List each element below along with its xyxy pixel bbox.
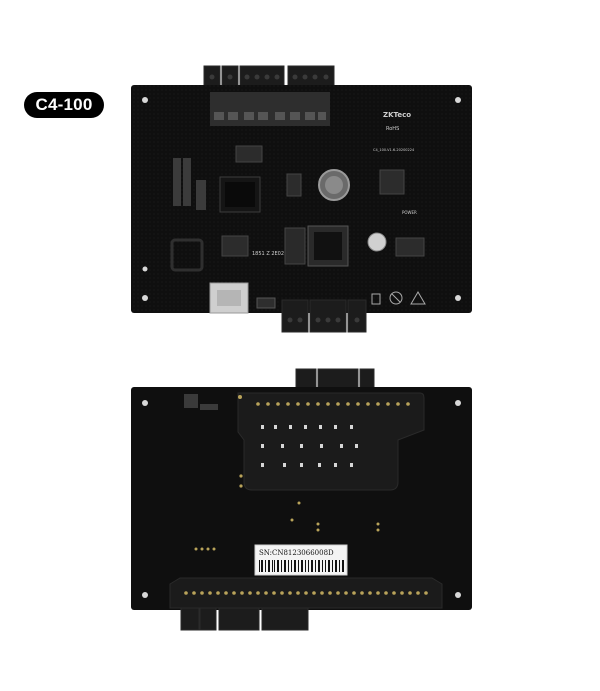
front-brand-silkscreen: ZKTeco: [383, 111, 411, 119]
front-mounting-holes: [142, 97, 461, 301]
front-bottom-connectors: [281, 299, 367, 333]
front-relay-bank: [210, 92, 330, 126]
front-top-connectors: [203, 65, 335, 89]
back-bottom-pins: [184, 591, 428, 595]
front-version-silkscreen: C4_100-V1.6-20200224: [373, 148, 415, 152]
front-left-components: [173, 158, 206, 210]
front-rohs-silkscreen: RoHS: [386, 126, 399, 132]
back-raised-region: [237, 392, 425, 491]
back-vias: [194, 474, 380, 551]
front-board: ZKTeco RoHS C4_100-V1.6-20200224 1851 Z …: [131, 65, 472, 333]
back-top-pins: [256, 402, 410, 406]
front-small-chips: [221, 145, 425, 257]
front-cert-icons: [371, 291, 426, 305]
back-bottom-connectors: [180, 607, 309, 631]
back-upper-left-components: [184, 394, 242, 410]
back-board: SN: CN8123066008D: [131, 368, 472, 631]
back-top-connectors: [295, 368, 375, 392]
front-power-silkscreen: POWER: [402, 210, 417, 215]
back-barcode: [259, 560, 344, 572]
back-serial-label: SN: CN8123066008D: [254, 544, 348, 576]
back-mounting-holes: [142, 400, 461, 598]
back-sn-prefix: SN:: [259, 549, 272, 557]
back-relay-pads: [261, 425, 358, 467]
front-buzzer: [367, 232, 387, 252]
back-sn-value: CN8123066008D: [272, 549, 334, 557]
front-chip-silkscreen: 1851 Z 2E02: [252, 251, 284, 257]
model-badge: C4-100: [24, 92, 104, 118]
